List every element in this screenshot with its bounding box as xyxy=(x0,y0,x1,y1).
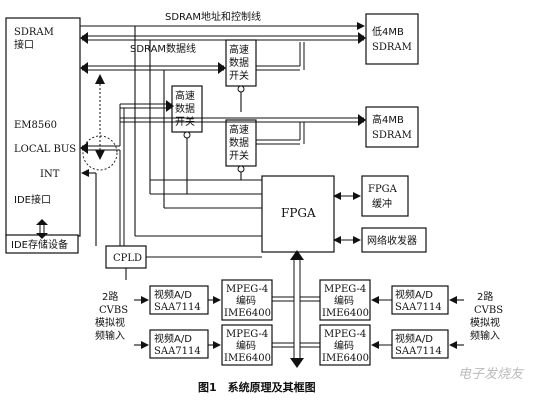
ide-storage-block: IDE存储设备 xyxy=(5,234,79,254)
local-bus-dotted-arrow xyxy=(82,74,118,171)
mpeg4-right-top: MPEG-4 编码 IME6400 xyxy=(319,279,371,321)
sdram-addr-ctrl-label: SDRAM地址和控制线 xyxy=(165,10,261,23)
switch3-line3: 开关 xyxy=(229,149,249,162)
em8560-sdram-if-line2: 接口 xyxy=(14,38,34,51)
fpga-block: FPGA xyxy=(261,175,335,253)
sdram-addr-ctrl-line: SDRAM地址和控制线 xyxy=(80,10,365,30)
video-ad-rt-line2: SAA7114 xyxy=(395,302,442,313)
sdram-low-line2: SDRAM xyxy=(372,42,412,53)
cvbs-right-line4: 频输入 xyxy=(470,329,500,342)
ide-storage-label: IDE存储设备 xyxy=(11,238,68,251)
mpeg4-lt-line1: MPEG-4 xyxy=(226,284,268,295)
mpeg4-lb-line1: MPEG-4 xyxy=(226,329,268,340)
switch2-line2: 数据 xyxy=(175,102,195,115)
net-transceiver-label: 网络收发器 xyxy=(367,234,417,247)
mpeg4-rt-line3: IME6400 xyxy=(322,308,369,319)
switch1-line3: 开关 xyxy=(229,69,249,82)
video-ad-right-top: 视频A/D SAA7114 xyxy=(391,285,449,315)
sdram-data-label: SDRAM数据线 xyxy=(130,42,196,55)
mpeg4-rb-line2: 编码 xyxy=(334,339,354,352)
fpga-buffer-block: FPGA 缓冲 xyxy=(361,175,409,217)
cvbs-right-line1: 2路 xyxy=(477,290,493,303)
sdram-high-line1: 高4MB xyxy=(372,113,404,126)
cvbs-input-right: 2路 CVBS 模拟视 频输入 xyxy=(449,290,503,349)
video-ad-left-bottom: 视频A/D SAA7114 xyxy=(149,329,209,359)
int-line xyxy=(81,169,97,246)
video-ad-lb-line2: SAA7114 xyxy=(154,346,201,357)
video-ad-rb-line2: SAA7114 xyxy=(395,346,442,357)
em8560-chip-name: EM8560 xyxy=(14,120,57,131)
mpeg4-rt-line2: 编码 xyxy=(334,294,354,307)
cvbs-left-line3: 模拟视 xyxy=(95,316,125,329)
em8560-int: INT xyxy=(40,169,60,180)
sdram-data-bus: SDRAM数据线 xyxy=(80,32,366,74)
sdram-high-line2: SDRAM xyxy=(372,130,412,141)
mpeg4-lb-line2: 编码 xyxy=(236,339,256,352)
video-ad-lt-line1: 视频A/D xyxy=(154,288,192,301)
switch2-line1: 高速 xyxy=(175,89,195,102)
switch1-line1: 高速 xyxy=(229,43,249,56)
mpeg4-rb-line3: IME6400 xyxy=(322,353,369,364)
video-ad-right-bottom: 视频A/D SAA7114 xyxy=(391,329,449,359)
mpeg4-rb-line1: MPEG-4 xyxy=(324,329,366,340)
video-ad-rb-line1: 视频A/D xyxy=(395,332,433,345)
switch3-line2: 数据 xyxy=(229,136,249,149)
cpld-label: CPLD xyxy=(113,253,142,264)
cvbs-right-line2: CVBS xyxy=(474,305,503,316)
net-transceiver-block: 网络收发器 xyxy=(361,227,427,253)
high-speed-switch-1: 高速 数据 开关 xyxy=(225,39,257,93)
sdram-low-line1: 低4MB xyxy=(372,25,404,38)
sdram-low-block: 低4MB SDRAM xyxy=(365,13,419,65)
em8560-sdram-if-line1: SDRAM xyxy=(14,27,54,38)
mpeg4-left-bottom: MPEG-4 编码 IME6400 xyxy=(221,324,273,366)
cvbs-left-line4: 频输入 xyxy=(95,329,125,342)
mpeg4-right-bottom: MPEG-4 编码 IME6400 xyxy=(319,324,371,366)
cpld-block: CPLD xyxy=(105,245,147,269)
cvbs-left-line2: CVBS xyxy=(99,305,128,316)
high-speed-switch-2: 高速 数据 开关 xyxy=(171,85,203,139)
fpga-buffer-line2: 缓冲 xyxy=(372,197,392,210)
video-ad-lt-line2: SAA7114 xyxy=(154,302,201,313)
fpga-buffer-line1: FPGA xyxy=(368,184,398,195)
ide-link-arrow xyxy=(36,219,48,239)
video-ad-left-top: 视频A/D SAA7114 xyxy=(149,285,209,315)
em8560-block: SDRAM 接口 EM8560 LOCAL BUS INT IDE接口 xyxy=(5,17,81,237)
switch3-line1: 高速 xyxy=(229,123,249,136)
mpeg4-rt-line1: MPEG-4 xyxy=(324,284,366,295)
mpeg4-lb-line3: IME6400 xyxy=(224,353,271,364)
video-ad-rt-line1: 视频A/D xyxy=(395,288,433,301)
figure-caption: 图1 系统原理及其框图 xyxy=(198,380,316,394)
switch-control-wires xyxy=(134,26,262,237)
sdram-high-block: 高4MB SDRAM xyxy=(365,106,419,148)
mpeg4-lt-line3: IME6400 xyxy=(224,308,271,319)
cvbs-input-left: 2路 CVBS 模拟视 频输入 xyxy=(95,290,149,349)
mpeg4-lt-line2: 编码 xyxy=(236,294,256,307)
cvbs-right-line3: 模拟视 xyxy=(470,316,500,329)
mpeg4-left-top: MPEG-4 编码 IME6400 xyxy=(221,279,273,321)
video-ad-lb-line1: 视频A/D xyxy=(154,332,192,345)
high-speed-switch-3: 高速 数据 开关 xyxy=(225,119,257,173)
fpga-label: FPGA xyxy=(281,206,316,220)
switch1-line2: 数据 xyxy=(229,56,249,69)
em8560-ide-if: IDE接口 xyxy=(14,193,51,206)
watermark-logo: 电子发烧友 xyxy=(458,367,525,382)
switch-buses xyxy=(80,42,366,246)
cvbs-left-line1: 2路 xyxy=(102,290,118,303)
em8560-local-bus: LOCAL BUS xyxy=(14,144,76,155)
video-data-bus xyxy=(272,250,320,368)
